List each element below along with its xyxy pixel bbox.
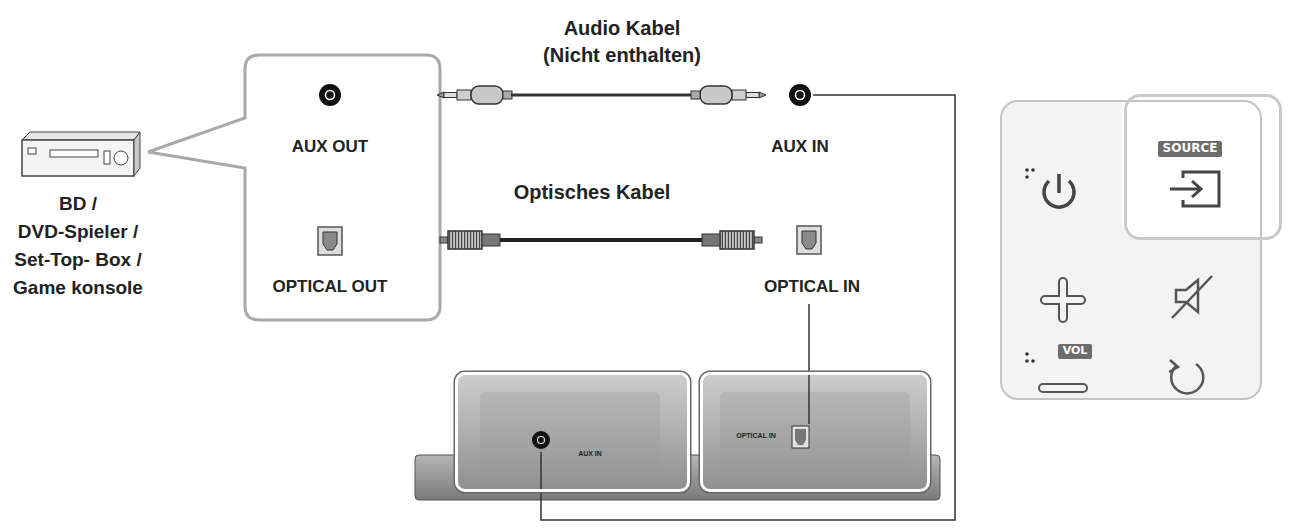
control-panel-part: [1172, 276, 1212, 318]
leader-line: [541, 95, 955, 520]
control-panel-part: [1043, 385, 1083, 391]
player-device-part: [50, 150, 98, 157]
soundbar-rear-part: [792, 426, 809, 448]
aux-in-panel: AUX IN: [455, 372, 690, 492]
player-device-part: [104, 151, 110, 164]
cable-label: Optisches Kabel: [514, 181, 671, 204]
optical-port-part: [323, 232, 337, 250]
optical-cable-part: [702, 231, 762, 249]
optical-port-part: [318, 227, 342, 255]
optical-cable-part: [500, 238, 702, 242]
optical-port: [318, 226, 821, 255]
aux-jack-part: [796, 91, 805, 100]
aux-jack: [319, 84, 811, 106]
player-device-part: [28, 148, 36, 154]
control-panel-part: [1025, 359, 1029, 363]
control-panel-part: [1057, 174, 1061, 193]
soundbar-rear-part: [532, 431, 550, 449]
port-label: AUX IN: [771, 137, 829, 157]
leader-line-part: [808, 304, 810, 424]
callout-outline-part: [148, 55, 440, 320]
control-panel-part: [1169, 360, 1178, 372]
callout-box: AUX OUT OPTICAL OUT: [245, 55, 440, 320]
audio-cable-part: [437, 86, 512, 104]
cable-label: Audio Kabel: [564, 17, 681, 40]
soundbar-rear-part: [700, 372, 930, 492]
optical-cable-part: [440, 231, 500, 249]
cable-note: (Nicht enthalten): [543, 44, 701, 67]
optical-port-part: [802, 231, 816, 249]
control-panel-part: [1025, 168, 1029, 172]
control-panel-part: [1031, 359, 1035, 363]
port-label: OPTICAL OUT: [273, 277, 388, 297]
player-device-part: [22, 140, 134, 176]
control-panel-part: [1176, 280, 1198, 312]
soundbar-rear-part: [455, 372, 690, 492]
callout-outline: [148, 55, 440, 320]
control-panel-part: [1025, 175, 1029, 179]
optical-port-part: [797, 226, 821, 254]
soundbar-rear-part: [795, 429, 806, 445]
control-panel-part: [1170, 181, 1201, 197]
control-panel-part: [1025, 352, 1029, 356]
audio-cable: [437, 86, 766, 104]
button-label: VOL: [1058, 344, 1093, 359]
button-label: SOURCE: [1158, 141, 1223, 157]
control-panel-part: [1031, 168, 1035, 172]
audio-cable-part: [691, 86, 766, 104]
device-label: BD / DVD-Spieler / Set-Top- Box / Game k…: [13, 190, 143, 302]
player-device: [22, 132, 140, 176]
optical-in-panel: OPTICAL IN: [700, 372, 930, 492]
control-panel: VOL SOURCE: [1000, 100, 1262, 400]
leader-line-part: [541, 95, 955, 520]
optical-cable: [440, 231, 762, 249]
audio-cable-part: [511, 94, 692, 97]
port-label: OPTICAL IN: [764, 277, 860, 297]
player-device-part: [22, 132, 140, 140]
control-panel-part: [1122, 92, 1280, 238]
source-button: SOURCE: [1124, 94, 1282, 240]
soundbar-rear-part: [480, 392, 660, 477]
port-label: AUX OUT: [292, 137, 369, 157]
aux-jack-part: [319, 84, 341, 106]
player-device-part: [134, 132, 140, 176]
port-label: AUX IN: [578, 450, 602, 458]
aux-jack-part: [326, 91, 335, 100]
aux-jack-part: [789, 84, 811, 106]
player-device-part: [114, 151, 128, 165]
soundbar-rear-part: [720, 392, 910, 477]
soundbar-rear: [415, 372, 940, 500]
control-panel: [1000, 92, 1280, 400]
control-panel-part: [1043, 383, 1083, 393]
control-panel-part: [1045, 282, 1081, 318]
soundbar-rear-part: [538, 437, 545, 444]
control-panel-part: [1045, 282, 1081, 318]
port-label: OPTICAL IN: [736, 432, 776, 440]
